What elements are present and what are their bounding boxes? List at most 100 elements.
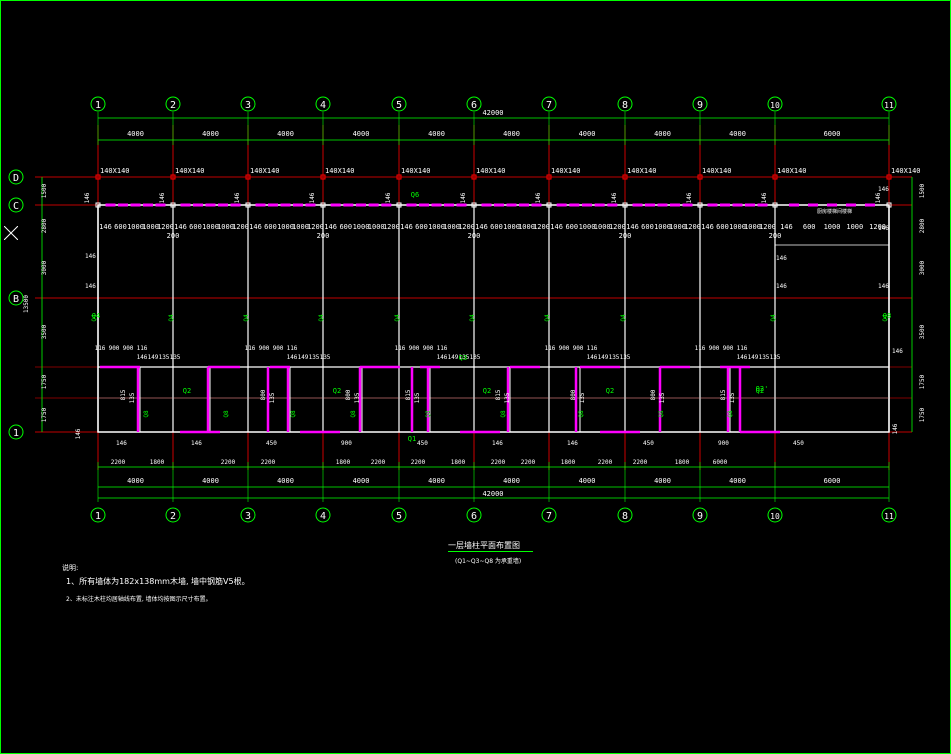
wall-tag-q8-6: Q8 <box>578 410 585 418</box>
axis-bubble-6 <box>466 507 482 523</box>
c-opening-dim: 1200 <box>759 223 776 231</box>
wall-tag-q8-4: Q8 <box>425 410 432 418</box>
bottom-row-dim-9: 450 <box>793 440 804 447</box>
top-bay-dim-3: 4000 <box>353 130 370 138</box>
b-opening-dim: 900 <box>723 345 734 352</box>
c-opening-dim: 146 <box>626 223 639 231</box>
bottom-sub-dim-10: 1800 <box>561 459 576 466</box>
notes-heading: 说明: <box>62 564 79 572</box>
marker-146-c-6: 146 <box>535 192 542 203</box>
wall-tag-q8-1: Q8 <box>223 410 230 418</box>
room-label: 厨房楼梯间楼梯 <box>817 208 852 215</box>
bottom-bay-dim-2: 4000 <box>277 477 294 485</box>
b-opening-dim: 900 <box>559 345 570 352</box>
bottom-row-dim-5: 146 <box>492 440 503 447</box>
bottom-sub-dim-3: 2200 <box>261 459 276 466</box>
b-opening-dim: 900 <box>423 345 434 352</box>
c-opening-dim: 146 <box>475 223 488 231</box>
b-opening-dim: 116 <box>95 345 106 352</box>
c-opening-dim: 600 <box>716 223 729 231</box>
marker-146-c-3: 146 <box>309 192 316 203</box>
cursor-crosshair-icon <box>4 226 18 240</box>
c-opening-dim: 600 <box>339 223 352 231</box>
column-mark-d-4 <box>320 174 326 180</box>
marker-146-c-5: 146 <box>460 192 467 203</box>
marker-146-c-4: 146 <box>385 192 392 203</box>
c-opening-dim: 600 <box>189 223 202 231</box>
c-opening-dim: 1200 <box>533 223 550 231</box>
c-opening-dim: 146 <box>550 223 563 231</box>
wall-tag-q4-1: Q4 <box>168 314 175 322</box>
axis-bubble-3 <box>240 96 256 112</box>
wall-tag-6: Q2 <box>606 387 614 395</box>
lower-vert-dim2-7: 135 <box>729 392 736 403</box>
wall-tag-q4-3: Q4 <box>318 314 325 322</box>
column-mark-d-7 <box>546 174 552 180</box>
row-bubble-B <box>8 290 24 306</box>
left-dim-0: 1500 <box>41 183 48 198</box>
b-sub-dim: 135 <box>320 354 331 361</box>
bottom-bay-dim-9: 6000 <box>824 477 841 485</box>
b-sub-dim: 149 <box>298 354 309 361</box>
c-opening-dim: 1000 <box>669 223 686 231</box>
axis-bubble-10 <box>767 96 783 112</box>
marker-146-c-8: 146 <box>686 192 693 203</box>
marker-146-left: 146 <box>85 253 96 260</box>
b-sub-dim: 146 <box>287 354 298 361</box>
mid-dim-200: 200 <box>619 232 632 240</box>
marker-146-stair: 146 <box>776 255 787 262</box>
column-mark-d-11 <box>886 174 892 180</box>
lower-vert-dim-0: 815 <box>120 389 127 400</box>
bottom-sub-dim-0: 2200 <box>111 459 126 466</box>
left-146: 146 <box>75 428 82 439</box>
wall-tag-q4-7: Q4 <box>620 314 627 322</box>
b-opening-dim: 116 <box>395 345 406 352</box>
b-sub-dim: 135 <box>470 354 481 361</box>
bottom-row-dim-6: 146 <box>567 440 578 447</box>
row-label-D: D <box>13 173 19 184</box>
axis-bubble-4 <box>315 507 331 523</box>
marker-146-c-9: 146 <box>761 192 768 203</box>
c-opening-dim: 600 <box>490 223 503 231</box>
column-mark-c-9 <box>697 202 703 208</box>
column-mark-c-4 <box>320 202 326 208</box>
column-mark-d-2 <box>170 174 176 180</box>
top-bay-dim-6: 4000 <box>579 130 596 138</box>
c-opening-dim: 1000 <box>846 223 863 231</box>
c-opening-dim: 1000 <box>518 223 535 231</box>
marker-146-right4: 146 <box>892 348 903 355</box>
column-size-label-5: 140X140 <box>401 167 431 175</box>
axis-bubble-10 <box>767 507 783 523</box>
right-dim-0: 1500 <box>919 183 926 198</box>
wall-tag-10: Q8 <box>883 312 891 320</box>
b-sub-dim: 149 <box>748 354 759 361</box>
top-bay-dim-7: 4000 <box>654 130 671 138</box>
axis-bubble-8 <box>617 96 633 112</box>
marker-146-left2: 146 <box>85 283 96 290</box>
bottom-bay-dim-5: 4000 <box>503 477 520 485</box>
axis-label-10: 10 <box>770 512 780 521</box>
axis-bubble-11 <box>881 96 897 112</box>
note-1: 1、所有墙体为182x138mm木墙, 墙中钢筋V5根。 <box>66 577 250 586</box>
top-bay-dim-2: 4000 <box>277 130 294 138</box>
c-opening-dim: 1200 <box>869 223 886 231</box>
top-bay-dim-4: 4000 <box>428 130 445 138</box>
bottom-sub-dim-13: 1800 <box>675 459 690 466</box>
column-size-label-8: 140X140 <box>627 167 657 175</box>
top-bay-dim-5: 4000 <box>503 130 520 138</box>
mid-dim-200: 200 <box>468 232 481 240</box>
marker-146-right: 146 <box>878 186 889 193</box>
wall-tag-q4-5: Q4 <box>469 314 476 322</box>
axis-label-4: 4 <box>320 100 326 111</box>
column-mark-d-3 <box>245 174 251 180</box>
c-opening-dim: 1000 <box>443 223 460 231</box>
b-opening-dim: 900 <box>409 345 420 352</box>
c-opening-dim: 1000 <box>824 223 841 231</box>
top-bay-dim-8: 4000 <box>729 130 746 138</box>
column-size-label-10: 140X140 <box>777 167 807 175</box>
axis-bubble-2 <box>165 96 181 112</box>
right-dim-3: 3500 <box>919 324 926 339</box>
lower-vert-dim2-4: 135 <box>504 392 511 403</box>
c-opening-dim: 1200 <box>609 223 626 231</box>
axis-label-4: 4 <box>320 511 326 522</box>
